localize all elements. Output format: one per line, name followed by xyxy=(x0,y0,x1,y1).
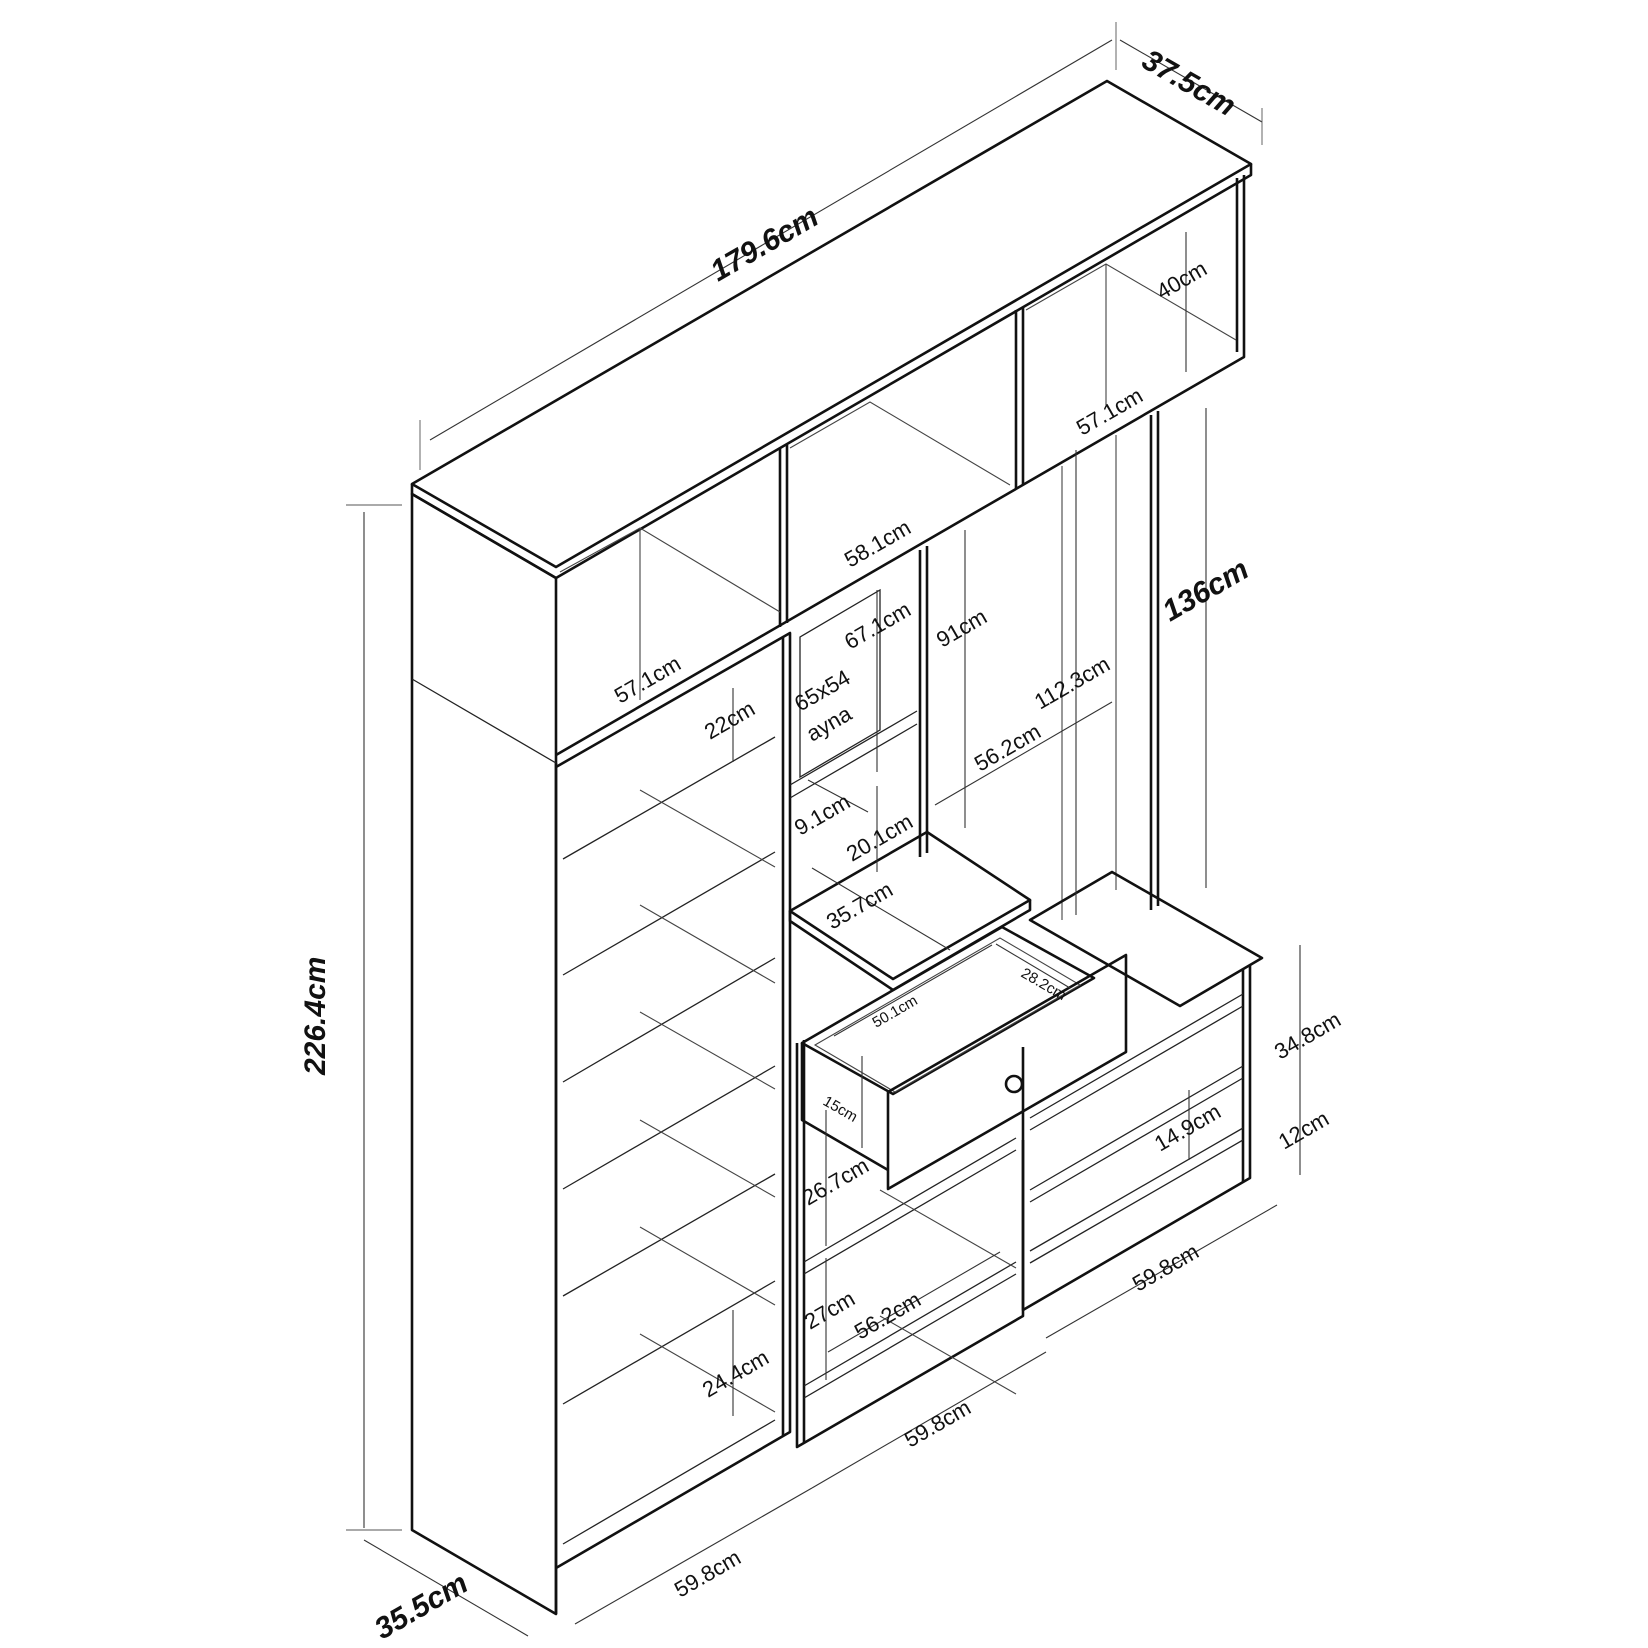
left-shelf-back-3 xyxy=(639,1011,776,1090)
label-left-module-width: 59.8cm xyxy=(670,1545,745,1603)
lower-mid-back-1 xyxy=(879,1189,1017,1269)
left-shelf-back-5 xyxy=(639,1226,776,1306)
lower-mid-front xyxy=(795,1043,1025,1449)
label-small-shelf-depth: 9.1cm xyxy=(790,789,854,841)
label-top-cubby-height: 40cm xyxy=(1152,256,1211,305)
lower-mid-back-2 xyxy=(879,1315,1017,1395)
left-shelf-6 xyxy=(562,1280,776,1405)
left-shelf-back-2 xyxy=(639,904,776,984)
left-shelf-3 xyxy=(562,957,776,1083)
left-shelf-5 xyxy=(562,1173,776,1297)
label-middle-open-height: 91cm xyxy=(932,604,991,653)
label-right-module-width: 59.8cm xyxy=(1128,1239,1203,1297)
drawer-front xyxy=(886,953,1128,1191)
top-board xyxy=(410,79,1253,569)
label-base-depth: 35.5cm xyxy=(369,1567,474,1646)
bench-shelf-2 xyxy=(1029,1065,1244,1191)
left-shelf-1 xyxy=(562,736,776,860)
dimension-lines xyxy=(346,22,1301,1637)
drawer-knob-icon xyxy=(1004,1074,1024,1094)
dim-left-module-width xyxy=(574,1487,813,1625)
label-lower-mid-gap-1: 26.7cm xyxy=(798,1153,873,1211)
label-drawer-depth: 28.2cm xyxy=(1018,965,1069,1004)
dimension-labels: 179.6cm 37.5cm 226.4cm 35.5cm 136cm 57.1… xyxy=(299,43,1345,1646)
label-left-top-shelf: 22cm xyxy=(700,696,759,745)
cubby-left-back xyxy=(559,527,781,613)
dim-desk-depth xyxy=(811,867,951,951)
cabinet-outline xyxy=(410,79,1264,1616)
cubby-mid-back xyxy=(789,401,1011,486)
dim-mid-module-width xyxy=(811,1351,1047,1489)
label-total-depth: 37.5cm xyxy=(1137,43,1242,122)
lower-mid-shelf-1 xyxy=(803,1137,1017,1263)
bench-shelf-3-edge xyxy=(1029,1139,1244,1264)
drawer-side xyxy=(800,1043,889,1172)
label-right-open-height: 112.3cm xyxy=(1030,651,1114,714)
mirror-shelf-edge xyxy=(789,723,918,799)
label-bench-height: 34.8cm xyxy=(1270,1007,1345,1065)
dim-total-depth xyxy=(1119,39,1263,123)
bench-front xyxy=(1021,965,1252,1312)
label-lower-mid-gap-2: 27cm xyxy=(800,1286,859,1335)
left-shelf-4 xyxy=(562,1065,776,1190)
desk-top xyxy=(788,830,1032,981)
bench-shelf-2-edge xyxy=(1029,1077,1244,1203)
left-side-panel xyxy=(410,492,558,1616)
label-bench-shelf-gap: 14.9cm xyxy=(1150,1099,1225,1157)
bench-shelf-1-edge xyxy=(1029,1005,1244,1131)
drawer-inner xyxy=(813,937,1082,1093)
dim-middle-open-width xyxy=(934,701,1113,806)
drawer-top-opening xyxy=(800,925,1096,1096)
lower-mid-shelf-2-edge xyxy=(803,1273,1017,1399)
label-mid-module-width: 59.8cm xyxy=(900,1395,975,1453)
dim-drawer-width xyxy=(833,944,993,1037)
label-top-cubby-right: 57.1cm xyxy=(1072,383,1147,441)
dim-right-module-width xyxy=(1045,1204,1278,1339)
lower-mid-shelf-1-edge xyxy=(803,1149,1017,1275)
left-side-split xyxy=(411,678,557,764)
dim-drawer-depth xyxy=(995,943,1071,989)
upper-cubby-bottom xyxy=(555,175,1246,757)
left-shelf-back-1 xyxy=(639,789,776,868)
top-board-edge xyxy=(410,164,1253,580)
left-bottom-board xyxy=(562,1419,776,1545)
mirror-panel xyxy=(799,588,881,779)
bench-shelf-1 xyxy=(1029,993,1244,1119)
label-total-width: 179.6cm xyxy=(705,200,824,288)
label-top-cubby-middle: 58.1cm xyxy=(840,515,915,573)
mirror-shelf xyxy=(789,710,918,786)
left-shelf-back-4 xyxy=(639,1119,776,1198)
lower-mid-shelf-2 xyxy=(803,1261,1017,1387)
dim-small-shelf-depth xyxy=(807,779,869,813)
bench-shelf-3 xyxy=(1029,1127,1244,1252)
left-shelf-2 xyxy=(562,851,776,976)
dim-lower-mid-width xyxy=(827,1251,1001,1353)
bench-top xyxy=(1028,870,1264,1008)
dim-total-width xyxy=(429,39,1113,441)
dim-base-depth xyxy=(363,1539,529,1637)
label-total-height: 226.4cm xyxy=(299,957,332,1076)
left-column-front xyxy=(555,631,792,1570)
label-left-bottom-shelf: 24.4cm xyxy=(698,1345,773,1403)
label-small-shelf-gap: 20.1cm xyxy=(842,809,917,867)
label-bench-plinth: 12cm xyxy=(1274,1106,1333,1155)
left-shelf-back-6 xyxy=(639,1333,776,1413)
